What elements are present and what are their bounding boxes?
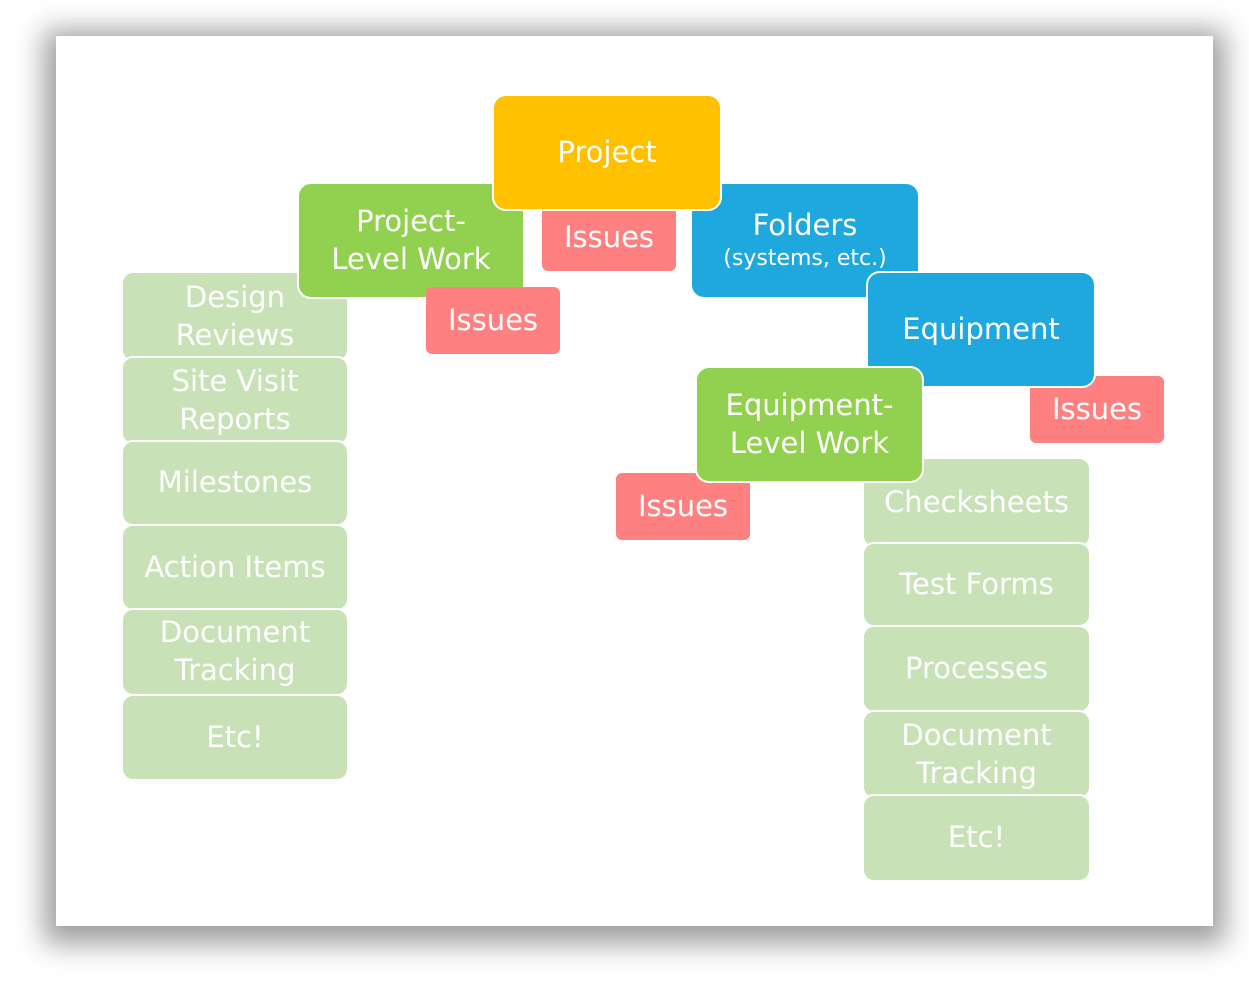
item-label: Document [901,717,1052,752]
node-sublabel: (systems, etc.) [723,246,887,272]
item-label: Tracking [174,653,296,687]
item-label: Site Visit [171,363,299,398]
equipment-item-test-forms: Test Forms [862,542,1091,627]
node-project: Project [492,94,722,211]
equipment-item-etc: Etc! [862,794,1091,882]
item-label: Etc! [206,719,264,754]
node-label: Folders [752,208,858,243]
node-equipment-level-work: Equipment- Level Work [695,366,924,483]
issues-label: Issues [447,302,539,337]
item-label: Reports [179,401,291,436]
project-item-etc: Etc! [121,694,349,781]
item-label: Milestones [157,465,313,500]
project-item-milestones: Milestones [121,440,349,526]
node-label: Project- [356,203,466,238]
item-label: Tracking [916,755,1037,790]
equipment-item-processes: Processes [862,625,1091,713]
equipment-item-document-tracking: Document Tracking [862,710,1091,799]
node-label: Equipment- [725,387,894,422]
node-label: Level Work [729,425,890,460]
item-label: Action Items [144,549,326,584]
project-item-site-visit-reports: Site Visit Reports [121,356,349,445]
item-label: Etc! [947,820,1006,855]
project-item-document-tracking: Document Tracking [121,608,349,696]
issues-project-level: Issues [426,287,560,354]
node-label: Level Work [331,241,491,276]
issues-label: Issues [563,219,655,254]
item-label: Processes [905,651,1048,686]
project-item-action-items: Action Items [121,524,349,611]
node-project-level-work: Project- Level Work [297,182,525,299]
node-label: Equipment [902,311,1060,346]
issues-label: Issues [637,488,729,523]
item-label: Checksheets [884,484,1069,519]
issues-equipment: Issues [1030,376,1164,443]
item-label: Design [184,279,286,314]
node-label: Project [557,134,657,169]
issues-root: Issues [542,204,676,271]
item-label: Test Forms [899,566,1054,601]
item-label: Document [159,615,311,650]
issues-label: Issues [1051,391,1143,426]
issues-equipment-level: Issues [616,473,750,540]
item-label: Reviews [175,317,295,352]
